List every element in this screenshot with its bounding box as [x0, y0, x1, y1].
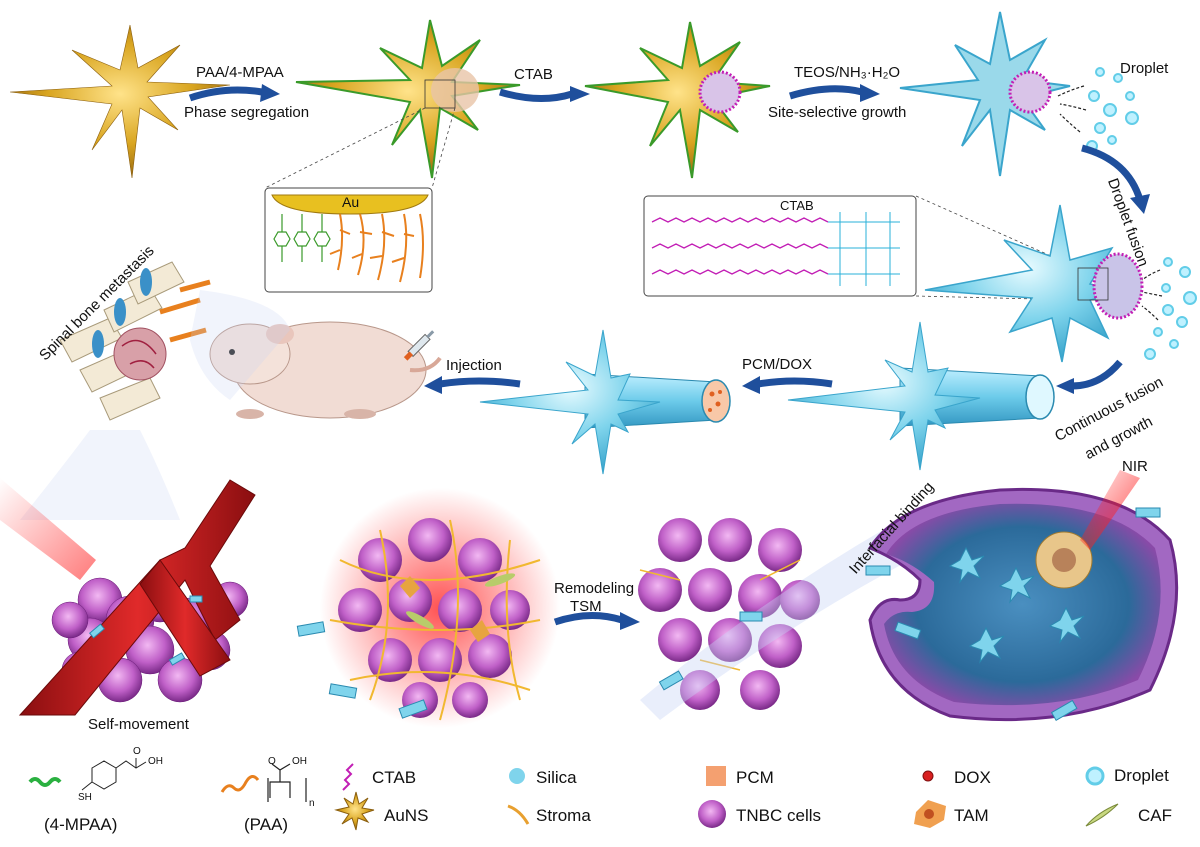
silica-star-fusion	[924, 204, 1144, 363]
step1-top-label: PAA/4-MPAA	[196, 64, 284, 81]
legend-ctab-label: CTAB	[372, 768, 417, 787]
auns-legend-icon	[334, 791, 375, 831]
legend-mpaa-o: O	[133, 746, 141, 757]
injection-label: Injection	[446, 357, 502, 374]
self-movement-label: Self-movement	[88, 716, 189, 733]
legend-silica-label: Silica	[536, 768, 577, 787]
gold-nanostar-1	[9, 24, 231, 179]
au-inset-panel	[264, 187, 433, 293]
legend-droplet-label: Droplet	[1114, 766, 1169, 785]
dox-legend-icon	[922, 770, 934, 782]
legend-tam-label: TAM	[954, 806, 989, 825]
ctab-inset-label: CTAB	[780, 198, 814, 213]
mouse-illustration	[209, 321, 442, 419]
arrow-droplet-fusion	[1081, 144, 1144, 202]
legend-dox-label: DOX	[954, 768, 991, 787]
ctab-inset-panel	[643, 195, 917, 297]
remodeled-tumor-illustration	[638, 518, 910, 720]
tumor-vessel-illustration	[0, 478, 256, 716]
legend-mpaa-oh: OH	[148, 756, 163, 767]
tam-legend-icon	[914, 800, 946, 828]
pcm-legend-icon	[706, 766, 726, 786]
spine-illustration	[59, 261, 211, 421]
mpaa-structure	[81, 758, 147, 791]
stroma-legend-icon	[507, 804, 530, 825]
legend	[28, 758, 1119, 831]
tnbc-legend-icon	[698, 800, 726, 828]
legend-stroma-label: Stroma	[536, 806, 591, 825]
remodeling-label-1: Remodeling	[554, 580, 635, 597]
legend-paa-oh: OH	[292, 756, 307, 767]
legend-paa-n: n	[309, 798, 315, 809]
arrow-site-selective	[788, 85, 863, 100]
au-label: Au	[342, 194, 360, 210]
tube-stars-bottom-left	[296, 621, 428, 719]
legend-caf-label: CAF	[1138, 806, 1172, 825]
legend-tnbc-label: TNBC cells	[736, 806, 822, 825]
arrow-continuous-fusion	[1071, 359, 1123, 390]
arrow-remodeling	[553, 611, 624, 626]
droplets-middle	[1144, 257, 1197, 360]
remodeling-label-2: TSM	[570, 598, 602, 615]
droplet-label: Droplet	[1120, 60, 1169, 77]
silica-coated-star	[899, 11, 1071, 177]
legend-mpaa-sh: SH	[78, 792, 92, 803]
arrow-pcm-dox	[757, 377, 833, 388]
step3-bottom-label: Site-selective growth	[768, 104, 907, 121]
step1-bottom-label: Phase segregation	[184, 104, 310, 121]
tnbc-cell-illustration	[865, 470, 1179, 722]
caf-legend-icon	[1085, 803, 1119, 827]
arrow-phase-segregation	[188, 86, 263, 102]
paa-legend-icon	[220, 775, 260, 793]
silica-legend-icon	[509, 768, 525, 784]
arrow-ctab	[498, 88, 574, 103]
legend-paa-o: O	[268, 756, 276, 767]
legend-pcm-label: PCM	[736, 768, 774, 787]
arrow-injection	[439, 377, 521, 388]
droplets-top	[1086, 67, 1139, 152]
droplet-legend-icon	[1085, 766, 1105, 786]
paa-structure	[267, 763, 307, 802]
nir-label: NIR	[1122, 458, 1148, 475]
legend-auns-label: AuNS	[384, 806, 429, 825]
legend-mpaa-label: (4-MPAA)	[44, 815, 118, 834]
gold-nanostar-ctab	[584, 21, 771, 179]
gold-nanostar-coated	[295, 19, 521, 179]
step2-label: CTAB	[514, 66, 553, 83]
pcm-dox-label: PCM/DOX	[742, 356, 813, 373]
silica-tube-star-loaded	[479, 329, 731, 475]
stroma-tumor-illustration	[320, 488, 560, 728]
legend-paa-label: (PAA)	[244, 815, 289, 834]
mpaa-legend-icon	[28, 777, 62, 787]
ctab-legend-icon	[342, 763, 354, 791]
silica-tube-star-empty	[787, 321, 1055, 471]
step3-top-label: TEOS/NH₃·H₂O	[794, 64, 901, 81]
